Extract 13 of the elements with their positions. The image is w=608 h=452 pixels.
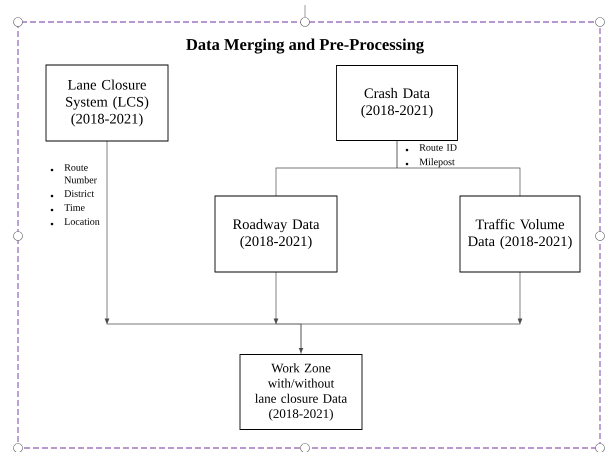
bullet-text: Milepost [419, 158, 455, 168]
bullet-text: District [64, 190, 94, 197]
data-box: Crash Data (2018-2021) [336, 65, 458, 141]
bullet-text: Time [64, 204, 85, 211]
arrow [299, 272, 522, 353]
data-box: Work Zone with/without lane closure Data (2018-2021) [240, 354, 362, 430]
title: Data Merging and Pre-Processing [186, 38, 424, 54]
data-box: Roadway Data (2018-2021) [214, 196, 338, 272]
connector-line [396, 140, 520, 196]
bullet-text: Route Number [64, 164, 97, 184]
bullet-text: Location [64, 218, 100, 225]
data-box: Lane Closure System (LCS) (2018-2021) [46, 64, 168, 142]
data-box: Traffic Volume Data (2018-2021) [460, 196, 580, 272]
